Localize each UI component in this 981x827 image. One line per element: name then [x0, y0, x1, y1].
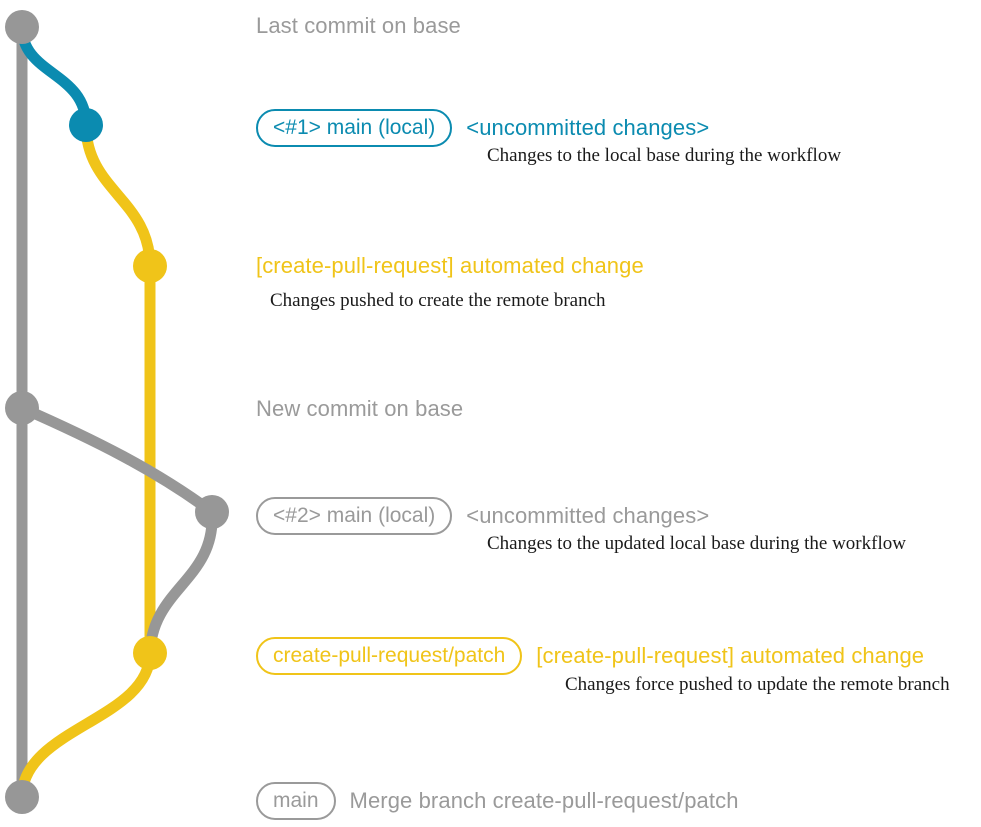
commit-subject-local-1: <uncommitted changes> [466, 115, 710, 140]
commit-row-patch-1: [create-pull-request] automated change [256, 253, 644, 279]
commit-node-patch-1[interactable] [133, 249, 167, 283]
commit-description-local-1: Changes to the local base during the wor… [487, 145, 842, 166]
branch-line-patch-merge [16, 647, 156, 803]
commit-node-patch-2[interactable] [133, 636, 167, 670]
commit-description-patch-2: Changes force pushed to update the remot… [565, 674, 950, 695]
commit-description-local-2: Changes to the updated local base during… [487, 533, 906, 554]
branch-line-local-1 [16, 21, 92, 131]
commit-row-new-commit-on-base: New commit on base [256, 396, 463, 422]
commit-row-local-1: <#1> main (local) <uncommitted changes> [256, 109, 709, 147]
commit-row-local-2: <#2> main (local) <uncommitted changes> [256, 497, 709, 535]
commit-description-patch-1: Changes pushed to create the remote bran… [270, 290, 606, 311]
commit-subject-patch-1: [create-pull-request] automated change [256, 253, 644, 278]
branch-line-patch-upper [80, 119, 156, 659]
branch-line-local-2-out [16, 402, 218, 518]
branch-line-local-2-in [144, 506, 218, 659]
commit-node-local-1[interactable] [69, 108, 103, 142]
branch-badge-local-2[interactable]: <#2> main (local) [256, 497, 453, 535]
commit-node-base-top[interactable] [5, 10, 39, 44]
commit-row-merge: main Merge branch create-pull-request/pa… [256, 782, 739, 820]
commit-subject-local-2: <uncommitted changes> [466, 503, 710, 528]
branch-badge-local-1[interactable]: <#1> main (local) [256, 109, 453, 147]
commit-row-patch-2: create-pull-request/patch [create-pull-r… [256, 637, 924, 675]
commit-row-last-commit-on-base: Last commit on base [256, 13, 461, 39]
commit-subject-merge: Merge branch create-pull-request/patch [349, 788, 739, 813]
commit-subject-last-commit-on-base: Last commit on base [256, 13, 461, 38]
commit-node-local-2[interactable] [195, 495, 229, 529]
commit-subject-patch-2: [create-pull-request] automated change [536, 643, 925, 668]
commit-subject-new-commit-on-base: New commit on base [256, 396, 464, 421]
branch-badge-patch-2[interactable]: create-pull-request/patch [256, 637, 523, 675]
commit-node-merge[interactable] [5, 780, 39, 814]
commit-node-base-new[interactable] [5, 391, 39, 425]
branch-badge-main[interactable]: main [256, 782, 336, 820]
